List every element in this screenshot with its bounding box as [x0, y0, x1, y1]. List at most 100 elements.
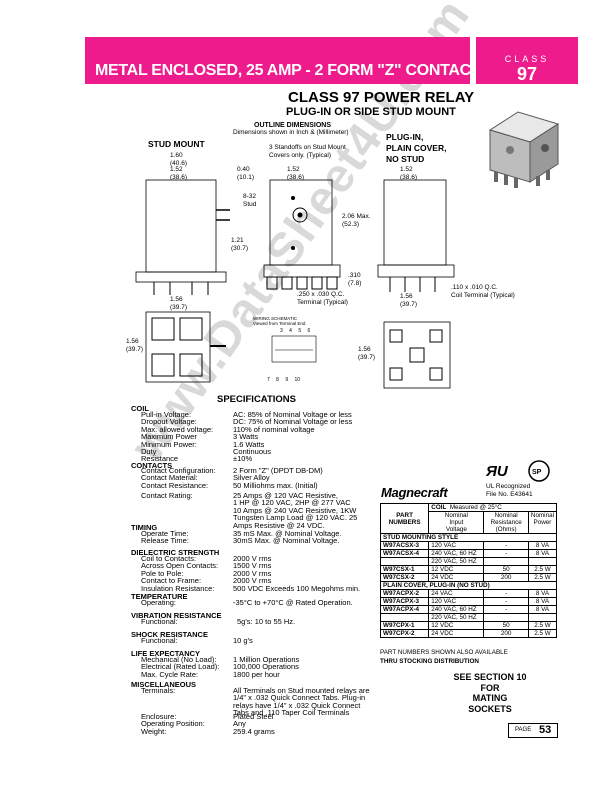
cell-volt: 24 VAC — [428, 589, 485, 598]
cell-part: W97CPX-2 — [379, 629, 430, 638]
cell-res: - — [483, 597, 529, 606]
cell-part: W97ACSX-3 — [379, 541, 430, 550]
cell-res: - — [483, 589, 529, 598]
cell-part — [379, 557, 430, 566]
cell-volt: 12 VDC — [428, 565, 485, 574]
dim-160: 1.60(40.6) — [170, 152, 187, 167]
brand-logo: Magnecraft — [381, 485, 448, 500]
standoffs-line2: Covers only. (Typical) — [269, 152, 332, 159]
banner-title: METAL ENCLOSED, 25 AMP - 2 FORM "Z" CONT… — [95, 62, 491, 79]
cell-part: W97CSX-1 — [379, 565, 430, 574]
timing-head: TIMING — [131, 523, 158, 532]
cell-res: - — [483, 541, 529, 550]
cell-power — [527, 613, 558, 622]
dim-121: 1.21(30.7) — [231, 237, 248, 252]
cell-power — [527, 557, 558, 566]
temperature-value: -35°C to +70°C @ Rated Operation. — [233, 598, 353, 607]
vibration-label: Functional: — [141, 617, 178, 626]
svg-text:SP: SP — [532, 469, 542, 476]
shock-head: SHOCK RESISTANCE — [131, 630, 208, 639]
terminals-text: All Terminals on Stud mounted relays are… — [233, 686, 370, 718]
cell-part: W97CPX-1 — [379, 621, 430, 630]
contacts-head: CONTACTS — [131, 461, 173, 470]
misc-head: MISCELLANEOUS — [131, 680, 197, 689]
cell-volt: 24 VDC — [428, 629, 485, 638]
cell-power: 2.5 W — [527, 565, 558, 574]
vibration-value: 5g's: 10 to 55 Hz. — [237, 617, 296, 626]
contacts-labels: Contact Configuration:Contact Material:C… — [141, 466, 216, 490]
coil-head: COIL — [131, 404, 149, 413]
class-number: 97 — [516, 64, 538, 84]
section-plugin: PLAIN COVER, PLUG-IN (NO STUD) — [380, 581, 557, 590]
section-stud: STUD MOUNTING STYLE — [380, 533, 557, 542]
csa-logo-icon: SP — [528, 460, 550, 482]
header-banner — [85, 37, 470, 84]
relay-photo — [488, 111, 560, 188]
page-title: CLASS 97 POWER RELAY — [288, 89, 475, 106]
dim-040: 0.40(10.1) — [237, 166, 254, 181]
dim-156-b: 1.56(39.7) — [400, 293, 417, 308]
stud-mount-label: STUD MOUNT — [148, 139, 205, 149]
cell-power: 8 VA — [527, 589, 558, 598]
dim-152-mid: 1.52(38.6) — [287, 166, 304, 181]
shock-value: 10 g's — [233, 636, 253, 645]
cell-part — [379, 613, 430, 622]
dim-156-a: 1.56(39.7) — [170, 296, 187, 311]
contact-rating-label: Contact Rating: — [141, 491, 193, 500]
cell-res — [483, 557, 529, 566]
cell-power: 8 VA — [527, 597, 558, 606]
cell-power: 2.5 W — [527, 621, 558, 630]
cell-volt: 220 VAC, 50 HZ — [428, 557, 485, 566]
pins-bottom: 7 8 9 10 — [267, 377, 301, 383]
shock-label: Functional: — [141, 636, 178, 645]
dim-206: 2.06 Max.(52.3) — [342, 213, 371, 228]
dielectric-labels: Coil to Contacts:Across Open Contacts:Po… — [141, 554, 219, 593]
page-subtitle: PLUG-IN OR SIDE STUD MOUNT — [286, 106, 456, 118]
misc-labels: Enclosure:Operating Position:Weight: — [141, 712, 205, 736]
dim-152-left: 1.52(38.6) — [170, 166, 187, 181]
pins-top: 3 4 5 6 — [280, 328, 311, 334]
timing-values: 35 mS Max. @ Nominal Voltage.30mS Max. @… — [233, 529, 342, 546]
temperature-head: TEMPERATURE — [131, 592, 188, 601]
cell-res: - — [483, 549, 529, 558]
qc-110-note: .110 x .010 Q.C.Coil Terminal (Typical) — [451, 284, 515, 299]
dim-156-d: 1.56(39.7) — [358, 346, 375, 361]
cell-volt: 240 VAC, 60 HZ — [428, 549, 485, 558]
table-row: 220 VAC, 50 HZ — [379, 557, 558, 566]
cell-volt: 120 VAC — [428, 541, 485, 550]
cell-part: W97ACPX-3 — [379, 597, 430, 606]
cell-res: 50 — [483, 621, 529, 630]
vibration-head: VIBRATION RESISTANCE — [131, 611, 222, 620]
cell-part: W97ACSX-4 — [379, 549, 430, 558]
outline-note: Dimensions shown in Inch & (Millimeter) — [233, 129, 349, 136]
timing-labels: Operate Time:Release Time: — [141, 529, 189, 546]
cell-part: W97ACPX-2 — [379, 589, 430, 598]
dim-310: .310(7.8) — [348, 272, 362, 287]
qc-250-note: .250 x .030 Q.C.Terminal (Typical) — [297, 291, 348, 306]
plug-in-label-3: NO STUD — [386, 154, 425, 164]
page-number-box: PAGE 53 — [508, 723, 558, 738]
cell-power: 8 VA — [527, 605, 558, 614]
cell-volt: 240 VAC, 60 HZ — [428, 605, 485, 614]
cell-volt: 24 VDC — [428, 573, 485, 582]
cell-power: 2.5 W — [527, 573, 558, 582]
dielectric-head: DIELECTRIC STRENGTH — [131, 548, 220, 557]
